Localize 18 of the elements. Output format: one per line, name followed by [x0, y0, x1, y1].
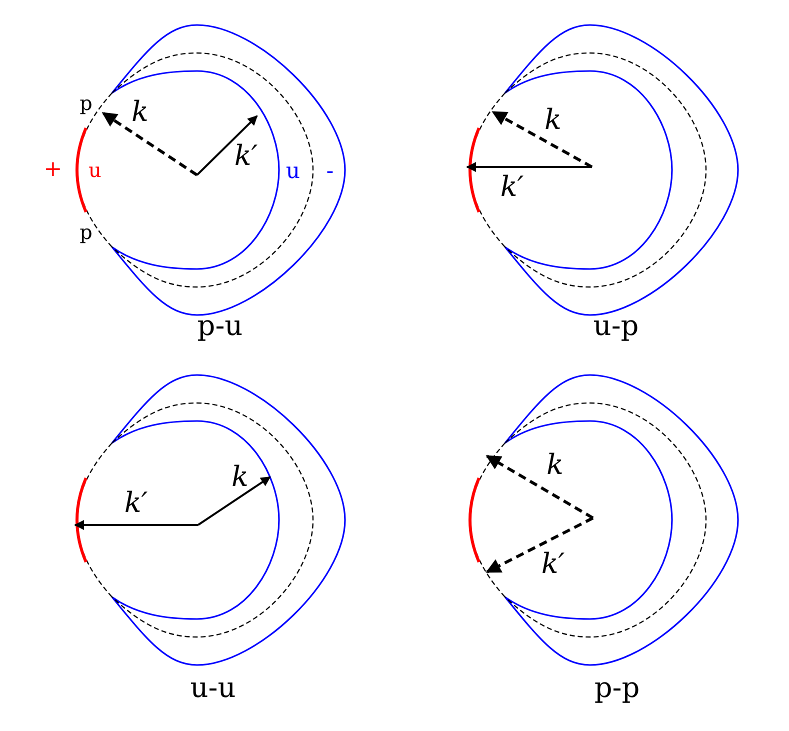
vector-label: k′ [124, 489, 148, 517]
sign-label: + [44, 159, 62, 181]
panel-caption: u-p [593, 312, 639, 340]
panel-caption: p-p [594, 674, 640, 702]
region-label: u [88, 160, 102, 180]
vector-label: k [132, 98, 148, 126]
region-label: u [286, 161, 300, 183]
point-label: p [80, 222, 92, 242]
point-label: p [80, 93, 92, 113]
vector-label: k′ [500, 173, 524, 201]
vector-label: k′ [234, 142, 258, 170]
panel-caption: p-u [197, 312, 243, 340]
vector-label: k [544, 106, 562, 134]
vector-label: k [546, 451, 564, 479]
sign-label: - [326, 161, 334, 183]
vector-label: k′ [541, 550, 565, 578]
panel-caption: u-u [190, 674, 236, 702]
vector-label: k [232, 463, 248, 491]
